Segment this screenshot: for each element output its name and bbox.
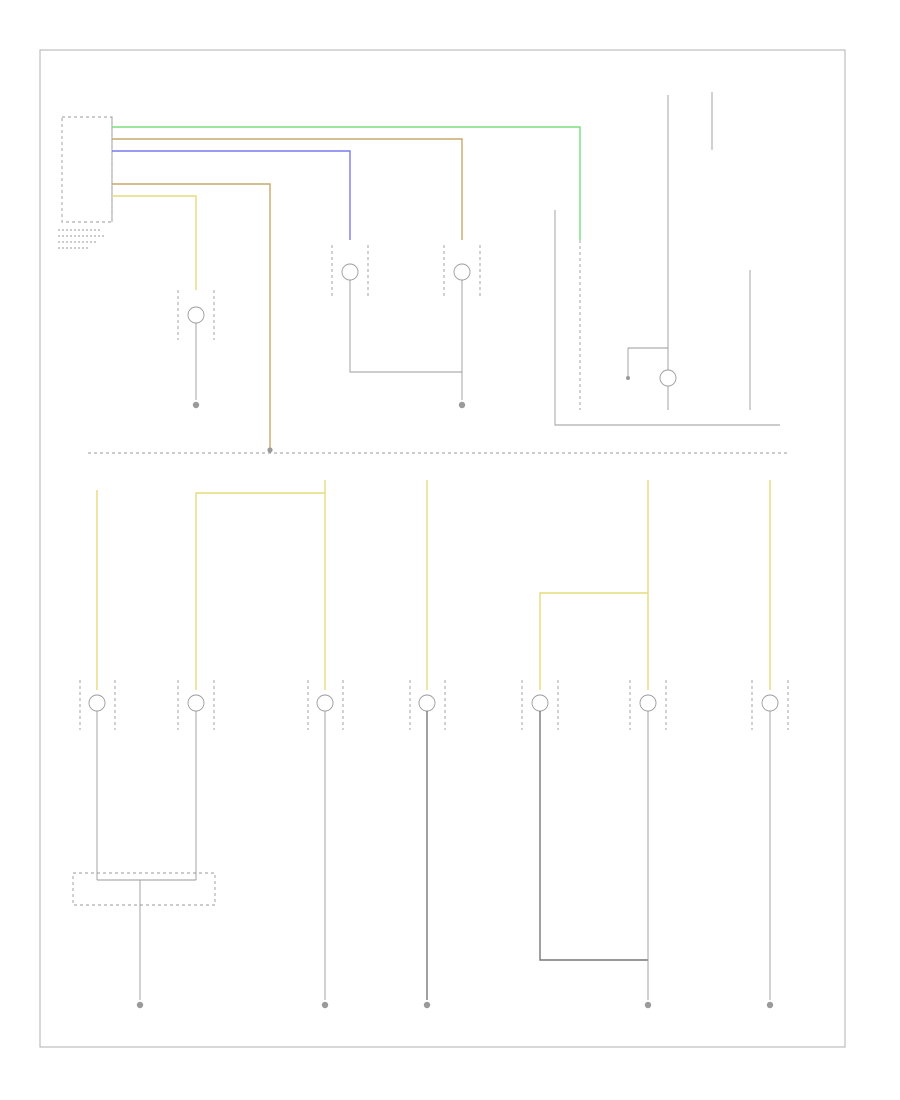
lower-junction — [72, 872, 216, 1009]
yellow-wire — [112, 195, 197, 290]
blue-wire — [112, 150, 351, 240]
diagram-frame — [39, 49, 846, 1048]
green-wire — [112, 126, 581, 240]
main-bus — [88, 447, 790, 454]
bulb-top-left — [177, 290, 215, 409]
tan-wire — [112, 138, 463, 240]
bulb-top-mid-2 — [443, 245, 481, 409]
bottom-row — [79, 480, 789, 1009]
control-module — [58, 116, 113, 249]
bulb-top-mid-1 — [331, 245, 462, 373]
top-wires — [112, 126, 581, 450]
tan-wire-2 — [112, 183, 271, 450]
top-right-block — [554, 92, 780, 426]
